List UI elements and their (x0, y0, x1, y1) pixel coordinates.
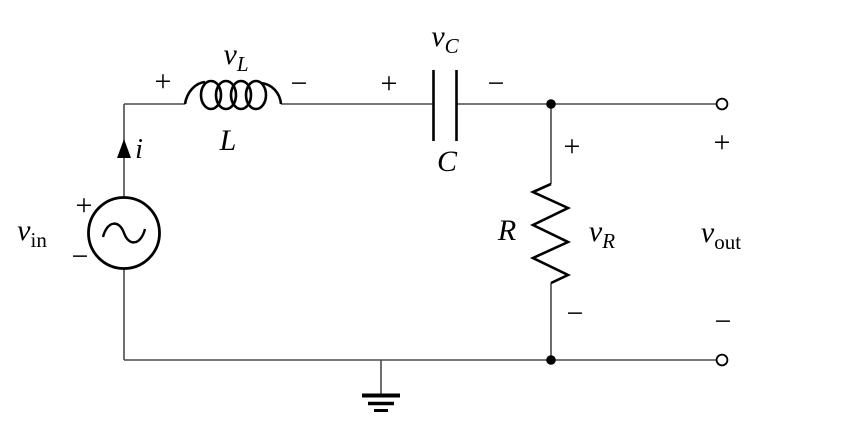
resistor-plus-sign: + (563, 130, 581, 163)
inductor-lead-in (183, 80, 206, 105)
source-minus-sign: − (71, 240, 89, 273)
capacitor-minus-sign: − (487, 67, 505, 100)
resistor-voltage-label: vR (588, 215, 616, 253)
inductor-lead-out (260, 81, 283, 105)
components-group (87, 70, 572, 412)
output-voltage-label: vout (700, 216, 742, 254)
inductor-voltage-label: vL (223, 38, 249, 76)
inductor-coil-icon (229, 79, 253, 111)
junction-dot-top (546, 99, 556, 109)
output-minus-sign: − (714, 305, 732, 338)
capacitor-plus-sign: + (380, 67, 398, 100)
filled-marks-group (117, 99, 556, 365)
inductor-plus-sign: + (154, 65, 172, 98)
resistor-zigzag-icon (529, 182, 572, 285)
output-plus-sign: + (713, 126, 731, 159)
inductor-coil-icon (199, 79, 223, 111)
inductor-coil-icon (244, 79, 268, 111)
inductor-name-label: L (219, 124, 237, 157)
ac-source-icon (87, 196, 161, 270)
capacitor-voltage-label: vC (431, 20, 459, 58)
resistor-name-label: R (497, 214, 517, 247)
current-arrow-icon (117, 139, 131, 158)
wires-group (123, 103, 716, 394)
inductor-coil-icon (214, 79, 238, 111)
resistor-minus-sign: − (566, 297, 584, 330)
inductor-minus-sign: − (290, 67, 308, 100)
capacitor-name-label: C (436, 145, 458, 178)
current-label: i (135, 134, 143, 165)
source-plus-sign: + (75, 189, 93, 222)
output-terminal-top (715, 97, 729, 111)
sine-wave-icon (101, 222, 147, 244)
output-terminal-bottom (715, 353, 729, 367)
junction-dot-bottom (546, 355, 556, 365)
terminals-group (715, 97, 729, 367)
source-voltage-label: vin (17, 214, 47, 252)
